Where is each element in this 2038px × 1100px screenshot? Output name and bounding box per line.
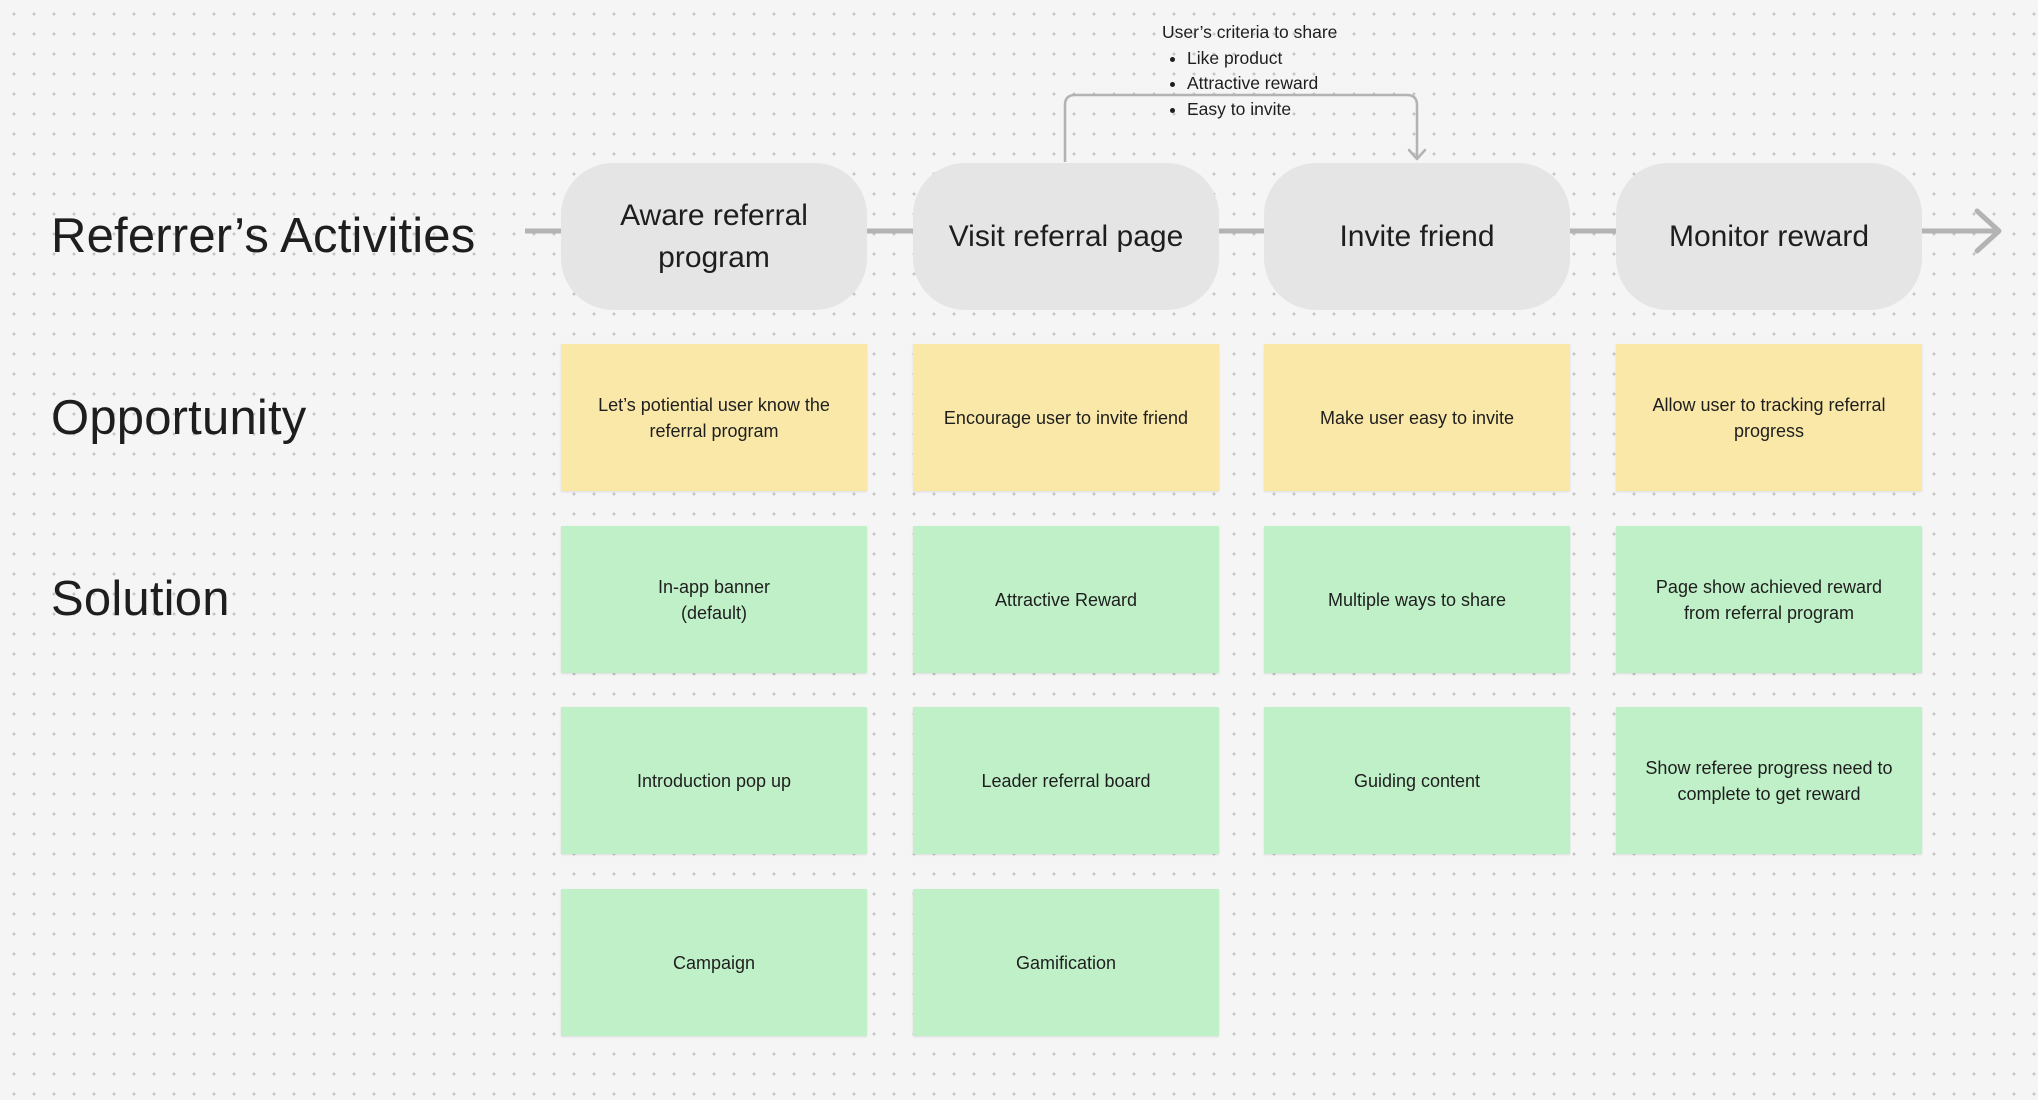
activity-aware-referral-program[interactable]: Aware referral program bbox=[561, 163, 867, 310]
activity-monitor-reward[interactable]: Monitor reward bbox=[1616, 163, 1922, 310]
opportunity-sticky[interactable]: Let’s potiential user know the referral … bbox=[561, 344, 867, 491]
solution-sticky[interactable]: Multiple ways to share bbox=[1264, 526, 1570, 673]
activity-visit-referral-page[interactable]: Visit referral page bbox=[913, 163, 1219, 310]
opportunity-sticky[interactable]: Make user easy to invite bbox=[1264, 344, 1570, 491]
criteria-bracket-arrowhead bbox=[1407, 148, 1427, 161]
solution-sticky[interactable]: Introduction pop up bbox=[561, 707, 867, 854]
opportunity-sticky[interactable]: Allow user to tracking referral progress bbox=[1616, 344, 1922, 491]
row-label-opportunity: Opportunity bbox=[51, 391, 307, 445]
criteria-note-list: Like product Attractive reward Easy to i… bbox=[1162, 46, 1337, 123]
solution-sticky[interactable]: Page show achieved reward from referral … bbox=[1616, 526, 1922, 673]
criteria-note-title: User’s criteria to share bbox=[1162, 22, 1338, 42]
solution-sticky[interactable]: Gamification bbox=[913, 889, 1219, 1036]
solution-sticky[interactable]: Leader referral board bbox=[913, 707, 1219, 854]
criteria-note: User’s criteria to share Like product At… bbox=[1162, 20, 1337, 122]
solution-sticky[interactable]: Campaign bbox=[561, 889, 867, 1036]
row-label-solution: Solution bbox=[51, 572, 230, 626]
solution-sticky[interactable]: In-app banner (default) bbox=[561, 526, 867, 673]
solution-sticky[interactable]: Guiding content bbox=[1264, 707, 1570, 854]
criteria-note-item: Easy to invite bbox=[1187, 97, 1337, 123]
opportunity-sticky[interactable]: Encourage user to invite friend bbox=[913, 344, 1219, 491]
flow-end-arrowhead bbox=[1974, 208, 2002, 254]
solution-sticky[interactable]: Attractive Reward bbox=[913, 526, 1219, 673]
activity-invite-friend[interactable]: Invite friend bbox=[1264, 163, 1570, 310]
criteria-bracket bbox=[1063, 93, 1419, 162]
solution-sticky[interactable]: Show referee progress need to complete t… bbox=[1616, 707, 1922, 854]
row-label-activities: Referrer’s Activities bbox=[51, 209, 476, 263]
criteria-note-item: Attractive reward bbox=[1187, 71, 1337, 97]
criteria-note-item: Like product bbox=[1187, 46, 1337, 72]
